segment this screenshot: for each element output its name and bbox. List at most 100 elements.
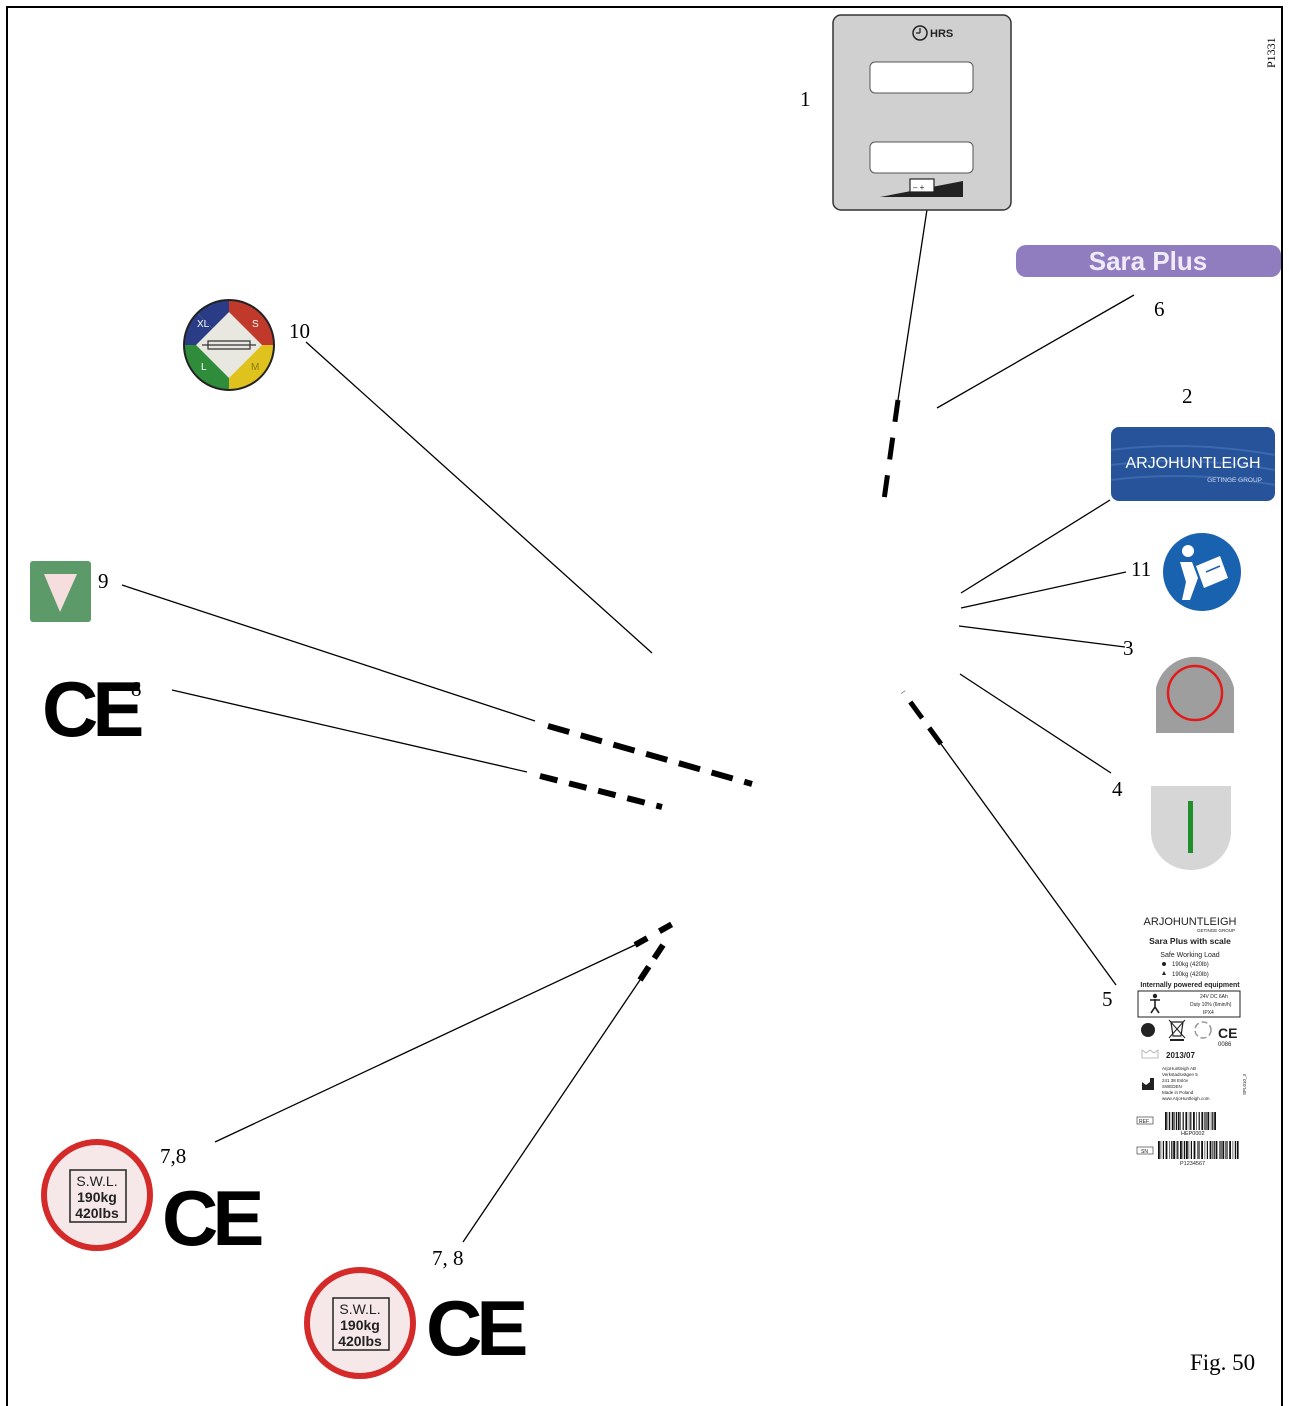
leader-78-a (214, 944, 636, 1143)
leader-4 (959, 673, 1112, 774)
plate-product: Sara Plus with scale (1149, 936, 1231, 946)
plate-side-code: SPL010_3 (1242, 1073, 1247, 1095)
leader-2 (960, 499, 1111, 594)
plate-electric: 24V DC 6Ah (1200, 994, 1228, 1000)
rating-plate: ARJOHUNTLEIGH GETINGE GROUP Sara Plus wi… (1136, 916, 1247, 1167)
plate-swl-2: 190kg (420lb) (1172, 972, 1209, 978)
stop-ring-icon (1166, 664, 1224, 722)
plate-address-4: Made in Poland (1162, 1090, 1194, 1095)
plate-power: Internally powered equipment (1140, 982, 1240, 989)
leader-3 (958, 625, 1126, 648)
leader-1 (897, 202, 929, 401)
plate-address-0: ArjoHuntleigh AB (1162, 1066, 1196, 1071)
callout-10: 10 (289, 319, 310, 343)
leader-11 (960, 571, 1127, 609)
callout-numbers: 1 6 2 11 3 4 5 10 9 8 7,8 7, 8 (98, 87, 1193, 1270)
manual-icon-small (1141, 1023, 1155, 1037)
leader-10 (305, 341, 653, 654)
leader-8 (171, 689, 528, 773)
callout-6: 6 (1154, 297, 1165, 321)
hours-display (869, 61, 974, 94)
plate-swl-1: 190kg (420lb) (1172, 962, 1209, 968)
stop-button-symbol (1156, 656, 1234, 733)
clock-icon (912, 25, 928, 41)
leader-78-b (462, 979, 641, 1243)
swl-b-line1: S.W.L. (339, 1301, 380, 1317)
start-line-icon (1188, 801, 1193, 853)
callout-2: 2 (1182, 384, 1193, 408)
plate-group: GETINGE GROUP (1197, 928, 1235, 933)
callout-11: 11 (1131, 557, 1151, 581)
product-name-text: Sara Plus (1089, 246, 1208, 276)
leader-1-hidden (880, 399, 901, 508)
lowering-button-symbol (30, 561, 91, 622)
ce-mark-top: CE (42, 665, 147, 753)
hours-label: HRS (930, 28, 953, 40)
callout-7-8-a: 7,8 (160, 1144, 186, 1168)
weee-bin-icon (1168, 1019, 1186, 1041)
plate-address-2: 241 38 Eslöv (1162, 1078, 1189, 1083)
plate-address-3: SWEDEN (1162, 1084, 1182, 1089)
leader-6 (936, 294, 1135, 409)
plate-date: 2013/07 (1166, 1051, 1195, 1060)
leader-lines (121, 202, 1135, 1243)
brand-logo-text: ARJOHUNTLEIGH (1125, 455, 1260, 472)
hour-meter-label: HRS – + (832, 14, 1012, 211)
read-manual-icon (1163, 533, 1241, 611)
svg-text:– +: – + (913, 183, 925, 192)
plate-ip: IPX4 (1203, 1010, 1214, 1016)
down-arrow-icon (44, 574, 77, 612)
size-xl: XL (197, 319, 210, 330)
plate-brand: ARJOHUNTLEIGH (1144, 916, 1237, 928)
swl-label-b: S.W.L. 190kg 420lbs (304, 1267, 416, 1379)
body-type-icon (1150, 993, 1160, 1014)
plate-duty: Duty 10% (6min/h) (1190, 1002, 1232, 1008)
leader-5-hidden (900, 690, 944, 746)
size-l: L (201, 362, 207, 373)
size-s: S (252, 319, 259, 330)
leader-5 (940, 743, 1117, 986)
swl-a-line1: S.W.L. (76, 1173, 117, 1189)
plate-ref: REF (1139, 1119, 1149, 1125)
sn-barcode (1158, 1141, 1239, 1159)
figure-label: Fig. 50 (1190, 1350, 1256, 1375)
callout-7-8-b: 7, 8 (432, 1246, 464, 1270)
leader-78-b-hidden (637, 943, 666, 982)
swl-a-line3: 420lbs (75, 1205, 119, 1221)
leader-9 (121, 584, 536, 722)
brand-logo-label: ARJOHUNTLEIGH GETINGE GROUP (1110, 427, 1276, 501)
battery-icon: – + (880, 178, 963, 197)
plate-sn-code: P1234567 (1180, 1161, 1205, 1167)
manufacture-date-icon (1141, 1049, 1159, 1059)
plate-swl-title: Safe Working Load (1160, 952, 1220, 959)
swl-label-a: S.W.L. 190kg 420lbs (41, 1139, 153, 1251)
plate-ce: CE (1218, 1025, 1237, 1041)
size-m: M (251, 362, 259, 373)
plate-ref-code: HEP0002 (1181, 1131, 1205, 1137)
ce-mark-text: CE (42, 665, 141, 753)
sling-size-indicator: XL S L M (183, 299, 275, 391)
callout-9: 9 (98, 569, 109, 593)
battery-display (869, 141, 974, 174)
page-id: P1331 (1264, 37, 1278, 68)
callout-3: 3 (1123, 636, 1134, 660)
callout-5: 5 (1102, 987, 1113, 1011)
callout-1: 1 (800, 87, 811, 111)
leader-78-a-hidden (633, 915, 685, 948)
leader-8-hidden (539, 773, 663, 810)
callout-8: 8 (131, 677, 142, 701)
swl-b-line2: 190kg (340, 1317, 380, 1333)
ref-barcode (1165, 1112, 1216, 1130)
swl-a-line2: 190kg (77, 1189, 117, 1205)
ce-mark-b: CE (426, 1284, 525, 1372)
plate-sn: SN (1141, 1149, 1148, 1155)
start-button-symbol (1151, 786, 1231, 870)
callout-4: 4 (1112, 777, 1123, 801)
ce-mark-a: CE (162, 1174, 261, 1262)
figure-frame (6, 6, 1283, 1406)
swl-b-line3: 420lbs (338, 1333, 382, 1349)
plate-ce-number: 0086 (1218, 1042, 1232, 1048)
product-name-label: Sara Plus (1016, 245, 1281, 277)
brand-logo-group: GETINGE GROUP (1207, 477, 1262, 484)
